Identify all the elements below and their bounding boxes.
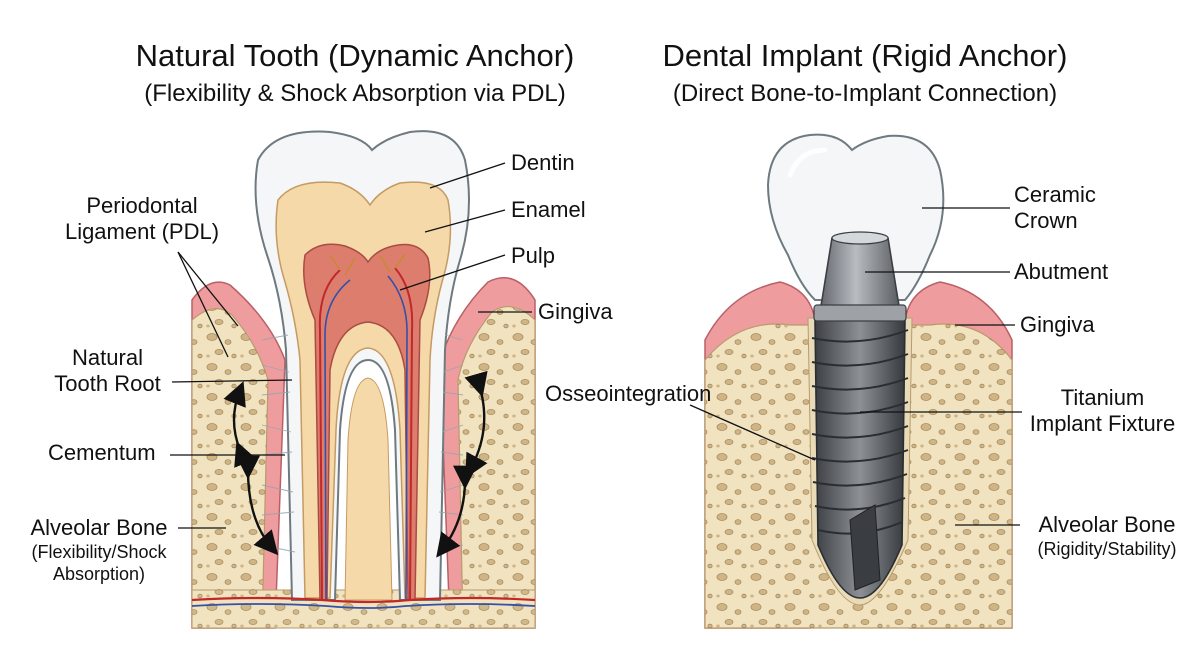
label-gingiva-left: Gingiva — [538, 299, 613, 324]
label-bone-left-title: Alveolar Bone — [30, 515, 168, 540]
pulp-vessel-red — [318, 267, 414, 601]
crown-highlight — [787, 147, 828, 178]
right-title: Dental Implant (Rigid Anchor) — [662, 38, 1068, 73]
label-root: Natural Tooth Root — [40, 345, 175, 397]
label-pulp: Pulp — [511, 243, 556, 268]
pulp-vessel-blue — [324, 275, 408, 601]
label-root-line2: Tooth Root — [54, 371, 161, 396]
label-bone-left-note1: (Flexibility/Shock — [31, 542, 167, 562]
label-pdl-line2: Ligament (PDL) — [64, 219, 220, 244]
natural-tooth-illustration — [191, 130, 536, 629]
label-cementum: Cementum — [48, 440, 156, 465]
leader-enamel — [424, 209, 506, 233]
left-title: Natural Tooth (Dynamic Anchor) — [135, 38, 575, 73]
label-fixture-line1: Titanium — [1060, 385, 1145, 410]
left-bone-left-pores — [192, 308, 268, 628]
ceramic-crown — [766, 133, 945, 301]
root-inner-dentin — [344, 377, 393, 601]
leader-pulp — [399, 254, 506, 291]
label-fixture-line2: Implant Fixture — [1029, 411, 1176, 436]
right-leader-lines — [689, 207, 1022, 526]
label-root-line1: Natural — [72, 345, 143, 370]
label-crown-line1: Ceramic — [1014, 182, 1096, 207]
fixture-threads — [811, 329, 909, 535]
label-bone-right-note: (Rigidity/Stability) — [1037, 539, 1177, 559]
bottom-vessel-blue — [191, 603, 536, 609]
label-enamel: Enamel — [511, 197, 586, 222]
abutment-top — [831, 231, 889, 245]
label-pdl-line1: Periodontal — [86, 193, 198, 218]
pulp-vessel-branches — [329, 253, 406, 276]
leader-osseo — [689, 404, 816, 461]
label-gingiva-right: Gingiva — [1020, 312, 1095, 337]
flex-arrow-right-upper — [464, 370, 488, 479]
label-bone-right: Alveolar Bone (Rigidity/Stability) — [1022, 512, 1192, 560]
left-bone-right-pores — [458, 306, 535, 628]
label-abutment: Abutment — [1014, 259, 1109, 284]
implant-illustration — [704, 133, 1013, 629]
label-bone-right-title: Alveolar Bone — [1038, 512, 1176, 537]
leader-pdl-b — [177, 251, 229, 358]
label-dentin: Dentin — [511, 150, 575, 175]
leader-root — [171, 379, 293, 383]
label-bone-left: Alveolar Bone (Flexibility/Shock Absorpt… — [14, 515, 184, 585]
leader-dentin — [429, 162, 506, 189]
label-fixture: Titanium Implant Fixture — [1020, 385, 1185, 437]
flex-arrow-left-upper — [223, 381, 257, 468]
right-subtitle: (Direct Bone-to-Implant Connection) — [672, 80, 1058, 107]
label-crown: Ceramic Crown — [1014, 182, 1096, 234]
leader-pdl-a — [177, 251, 239, 327]
left-leader-lines — [170, 162, 532, 529]
bottom-vessel-red — [191, 596, 536, 604]
abutment-collar — [813, 304, 907, 322]
fixture-apex-slot — [849, 504, 881, 591]
label-osseo: Osseointegration — [545, 381, 712, 406]
flex-arrow-right-lower — [436, 465, 478, 558]
label-bone-left-note2: Absorption) — [52, 564, 146, 584]
left-subtitle: (Flexibility & Shock Absorption via PDL) — [144, 80, 566, 107]
pulp-shape — [303, 243, 431, 601]
label-crown-line2: Crown — [1014, 208, 1078, 233]
label-pdl: Periodontal Ligament (PDL) — [52, 193, 232, 245]
flex-arrow-left-lower — [235, 455, 279, 556]
